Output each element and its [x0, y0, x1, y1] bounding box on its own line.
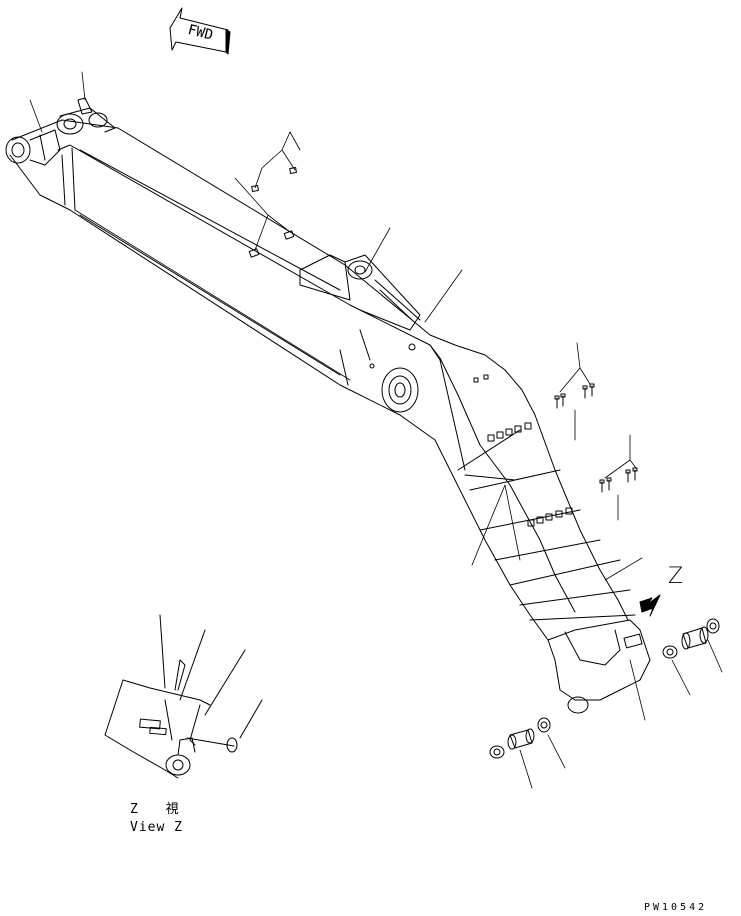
boom-side-boss: [369, 343, 419, 413]
drawing-code: PW10542: [644, 902, 708, 913]
bolt-group-lower: [599, 467, 638, 493]
bolt-group-upper: [554, 383, 595, 409]
leader-lines: [29, 71, 723, 789]
view-z-detail: [104, 614, 263, 779]
view-pointer-letter: Z: [668, 564, 684, 589]
hose-clips-lower: [527, 507, 573, 527]
hose-clips-upper: [487, 422, 532, 442]
boom-top-bracket: [56, 97, 116, 135]
boom-mid-bracket: [299, 254, 421, 331]
fwd-arrow-icon: [169, 7, 231, 55]
boom-body: [9, 119, 651, 701]
view-z-title-kanji: Z 視: [130, 802, 189, 817]
rear-clip: [567, 633, 643, 714]
view-direction-arrow-icon: [639, 594, 661, 617]
top-clamps: [248, 167, 489, 383]
pin-parts-right: [662, 618, 720, 659]
boom-foot-boss: [5, 129, 61, 166]
pin-parts-left: [489, 717, 551, 759]
view-z-title: View Z: [130, 820, 183, 835]
